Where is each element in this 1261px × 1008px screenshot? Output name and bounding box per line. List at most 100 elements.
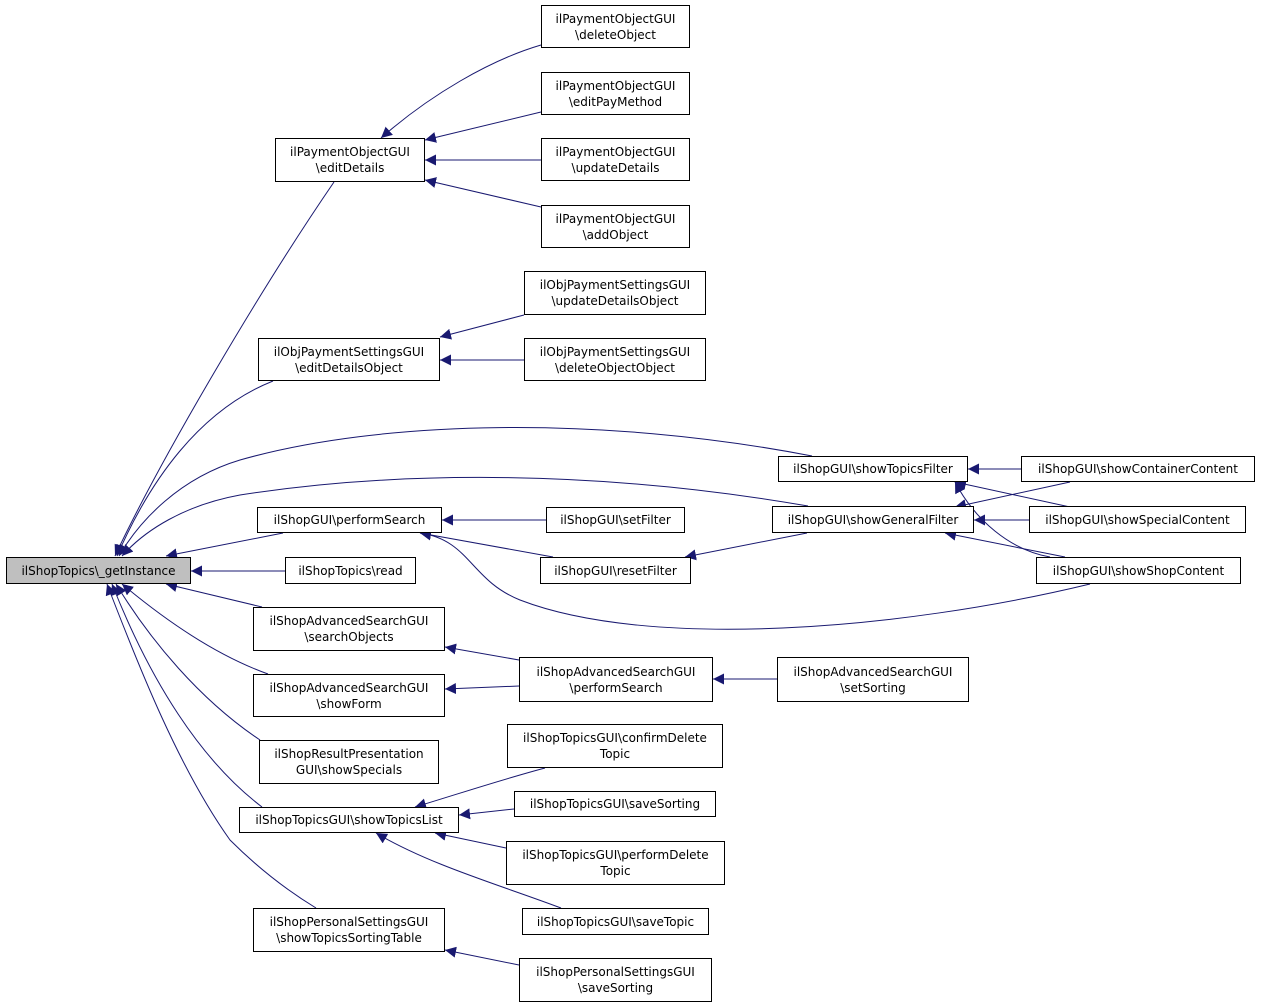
node-shoptopics-savesorting[interactable]: ilShopTopicsGUI\saveSorting xyxy=(514,791,716,817)
node-label-line-1: ilShopTopics\read xyxy=(298,563,403,578)
node-label-line-1: ilShopGUI\performSearch xyxy=(273,513,426,527)
edge-sg_showShopContent-to-sg_showGeneralFilter xyxy=(944,529,1066,558)
node-paymentobject-updatedetails[interactable]: ilPaymentObjectGUI \updateDetails xyxy=(541,138,690,181)
node-shoptopics-confirmdeletetopic[interactable]: ilShopTopicsGUI\confirmDelete Topic xyxy=(507,724,723,768)
edge-sas_searchObjects-to-root xyxy=(165,581,263,608)
node-label-line-1: ilShopAdvancedSearchGUI xyxy=(269,614,429,628)
node-shopgui-showtopicsfilter[interactable]: ilShopGUI\showTopicsFilter xyxy=(778,456,968,482)
node-label-line-1: ilPaymentObjectGUI xyxy=(555,11,676,26)
edge-ops_editDetailsObject-to-root xyxy=(116,380,274,557)
edge-sas_performSearch-to-sas_searchObjects xyxy=(444,643,520,661)
node-shoptopics-showtopicslist[interactable]: ilShopTopicsGUI\showTopicsList xyxy=(239,807,459,833)
node-shoptopics-read[interactable]: ilShopTopics\read xyxy=(285,557,416,584)
node-label-line-1: ilShopGUI\showSpecialContent xyxy=(1045,512,1230,527)
node-label-line-1: ilShopTopicsGUI\showTopicsList xyxy=(255,813,443,827)
node-shopgui-setfilter[interactable]: ilShopGUI\setFilter xyxy=(546,507,685,533)
node-label-line-1: ilShopAdvancedSearchGUI xyxy=(536,664,696,679)
node-label-line-2: \showForm xyxy=(316,696,382,711)
node-label-line-1: ilShopPersonalSettingsGUI xyxy=(536,965,695,979)
edge-sps_showTopicsSortingTable-to-root xyxy=(105,583,317,909)
edge-sps_saveSorting-to-sps_showTopicsSortingTable xyxy=(444,946,520,966)
node-shopadvancedsearch-setsorting[interactable]: ilShopAdvancedSearchGUI \setSorting xyxy=(777,657,969,702)
node-label-line-2: \saveSorting xyxy=(577,981,654,995)
node-label-line-2: GUI\showSpecials xyxy=(295,763,403,777)
node-shoppersonalsettings-showtopicssortingtable[interactable]: ilShopPersonalSettingsGUI \showTopicsSor… xyxy=(253,908,445,952)
edge-sg_performSearch-to-root xyxy=(165,532,284,560)
node-shoptopics-savetopic[interactable]: ilShopTopicsGUI\saveTopic xyxy=(522,908,709,935)
node-label-line-1: ilObjPaymentSettingsGUI xyxy=(539,344,691,359)
node-objpaymentsettings-editdetailsobject[interactable]: ilObjPaymentSettingsGUI \editDetailsObje… xyxy=(258,338,440,381)
edge-sg_showContainerContent-to-sg_showGeneralFilter xyxy=(954,481,1071,511)
edge-stg_performDeleteTopic-to-stg_showTopicsList xyxy=(434,829,507,849)
node-label-line-2: \showTopicsSortingTable xyxy=(276,931,422,945)
node-label-line-1: ilShopGUI\setFilter xyxy=(560,513,671,527)
node-label-line-2: Topic xyxy=(600,864,631,878)
node-label-line-1: ilShopPersonalSettingsGUI xyxy=(269,915,429,929)
node-shopadvancedsearch-performsearch[interactable]: ilShopAdvancedSearchGUI \performSearch xyxy=(519,657,713,702)
edge-sg_showTopicsFilter-to-root xyxy=(118,427,813,557)
node-label-line-2: \deleteObject xyxy=(575,27,656,42)
node-label-line-1: ilShopTopics\_getInstance xyxy=(21,563,176,578)
node-shopgui-resetfilter[interactable]: ilShopGUI\resetFilter xyxy=(540,557,691,584)
node-label-line-2: \searchObjects xyxy=(304,630,394,644)
edge-stg_confirmDeleteTopic-to-stg_showTopicsList xyxy=(414,767,546,810)
node-label-line-1: ilPaymentObjectGUI xyxy=(290,145,410,159)
edge-sg_resetFilter-to-sg_performSearch xyxy=(419,529,554,558)
node-objpaymentsettings-deleteobjectobject[interactable]: ilObjPaymentSettingsGUI \deleteObjectObj… xyxy=(524,338,706,381)
node-paymentobject-editdetails[interactable]: ilPaymentObjectGUI \editDetails xyxy=(275,138,425,182)
node-shopgui-showgeneralfilter[interactable]: ilShopGUI\showGeneralFilter xyxy=(772,506,974,533)
edge-po_deleteObject-to-po_editDetails xyxy=(380,44,542,139)
edge-sg_showShopContent-to-sg_performSearch xyxy=(419,529,1091,630)
node-label-line-1: ilObjPaymentSettingsGUI xyxy=(273,344,425,359)
edge-stg_showTopicsList-to-root xyxy=(110,583,263,808)
node-root-shoptopics-getinstance: ilShopTopics\_getInstance xyxy=(6,557,191,584)
node-shopgui-showshopcontent[interactable]: ilShopGUI\showShopContent xyxy=(1036,557,1241,584)
edge-sas_performSearch-to-sas_showForm xyxy=(444,683,520,695)
node-label-line-2: \editDetailsObject xyxy=(295,360,403,375)
edge-sg_showGeneralFilter-to-sg_resetFilter xyxy=(684,532,808,561)
node-shopgui-performsearch[interactable]: ilShopGUI\performSearch xyxy=(257,507,442,533)
edge-ops_updateDetailsObject-to-ops_editDetailsObject xyxy=(439,314,525,340)
node-label-line-1: ilShopTopicsGUI\confirmDelete xyxy=(523,731,707,745)
node-label-line-1: ilShopGUI\resetFilter xyxy=(554,563,677,578)
node-paymentobject-addobject[interactable]: ilPaymentObjectGUI \addObject xyxy=(541,205,690,248)
node-label-line-2: \updateDetailsObject xyxy=(551,294,679,308)
node-shoppersonalsettings-savesorting[interactable]: ilShopPersonalSettingsGUI \saveSorting xyxy=(519,958,712,1002)
node-label-line-1: ilShopAdvancedSearchGUI xyxy=(793,664,953,679)
node-label-line-1: ilShopGUI\showContainerContent xyxy=(1038,462,1238,476)
edge-sg_showGeneralFilter-to-root xyxy=(121,476,809,557)
node-label-line-1: ilShopTopicsGUI\saveTopic xyxy=(536,914,695,929)
node-paymentobject-deleteobject[interactable]: ilPaymentObjectGUI \deleteObject xyxy=(541,5,690,48)
node-label-line-1: ilPaymentObjectGUI xyxy=(555,211,676,226)
node-label-line-1: ilShopTopicsGUI\performDelete xyxy=(522,848,709,862)
node-label-line-1: ilPaymentObjectGUI xyxy=(555,78,676,93)
node-label-line-1: ilPaymentObjectGUI xyxy=(555,144,676,159)
edge-srp_showSpecials-to-root xyxy=(115,583,261,741)
edge-layer xyxy=(105,44,1091,966)
node-shoptopics-performdeletetopic[interactable]: ilShopTopicsGUI\performDelete Topic xyxy=(506,841,725,885)
node-label-line-2: \editDetails xyxy=(315,161,385,175)
edge-po_editPayMethod-to-po_editDetails xyxy=(424,111,542,143)
node-label-line-1: ilShopResultPresentation xyxy=(274,747,424,761)
node-label-line-1: ilShopGUI\showTopicsFilter xyxy=(793,462,953,476)
node-label-line-1: ilObjPaymentSettingsGUI xyxy=(539,278,691,292)
edge-po_editDetails-to-root xyxy=(114,181,335,557)
node-label-line-1: ilShopTopicsGUI\saveSorting xyxy=(529,797,701,811)
node-label-line-2: Topic xyxy=(599,747,631,761)
node-paymentobject-editpaymethod[interactable]: ilPaymentObjectGUI \editPayMethod xyxy=(541,72,690,115)
node-label-line-2: \setSorting xyxy=(840,680,906,695)
edge-po_addObject-to-po_editDetails xyxy=(424,177,542,208)
node-shopgui-showspecialcontent[interactable]: ilShopGUI\showSpecialContent xyxy=(1029,506,1246,533)
node-shopgui-showcontainercontent[interactable]: ilShopGUI\showContainerContent xyxy=(1021,456,1255,482)
node-shopresultpresentation-showspecials[interactable]: ilShopResultPresentation GUI\showSpecial… xyxy=(259,740,439,784)
node-label-line-2: \addObject xyxy=(582,227,649,242)
node-shopadvancedsearch-searchobjects[interactable]: ilShopAdvancedSearchGUI \searchObjects xyxy=(253,607,445,651)
node-shopadvancedsearch-showform[interactable]: ilShopAdvancedSearchGUI \showForm xyxy=(253,674,445,717)
node-label-line-1: ilShopGUI\showShopContent xyxy=(1052,563,1225,578)
node-objpaymentsettings-updatedetailsobject[interactable]: ilObjPaymentSettingsGUI \updateDetailsOb… xyxy=(524,271,706,315)
edge-stg_saveTopic-to-stg_showTopicsList xyxy=(375,832,562,909)
node-label-line-2: \updateDetails xyxy=(571,160,660,175)
node-label-line-2: \performSearch xyxy=(569,680,663,695)
edge-stg_saveSorting-to-stg_showTopicsList xyxy=(458,808,515,820)
node-label-line-2: \deleteObjectObject xyxy=(554,360,675,375)
